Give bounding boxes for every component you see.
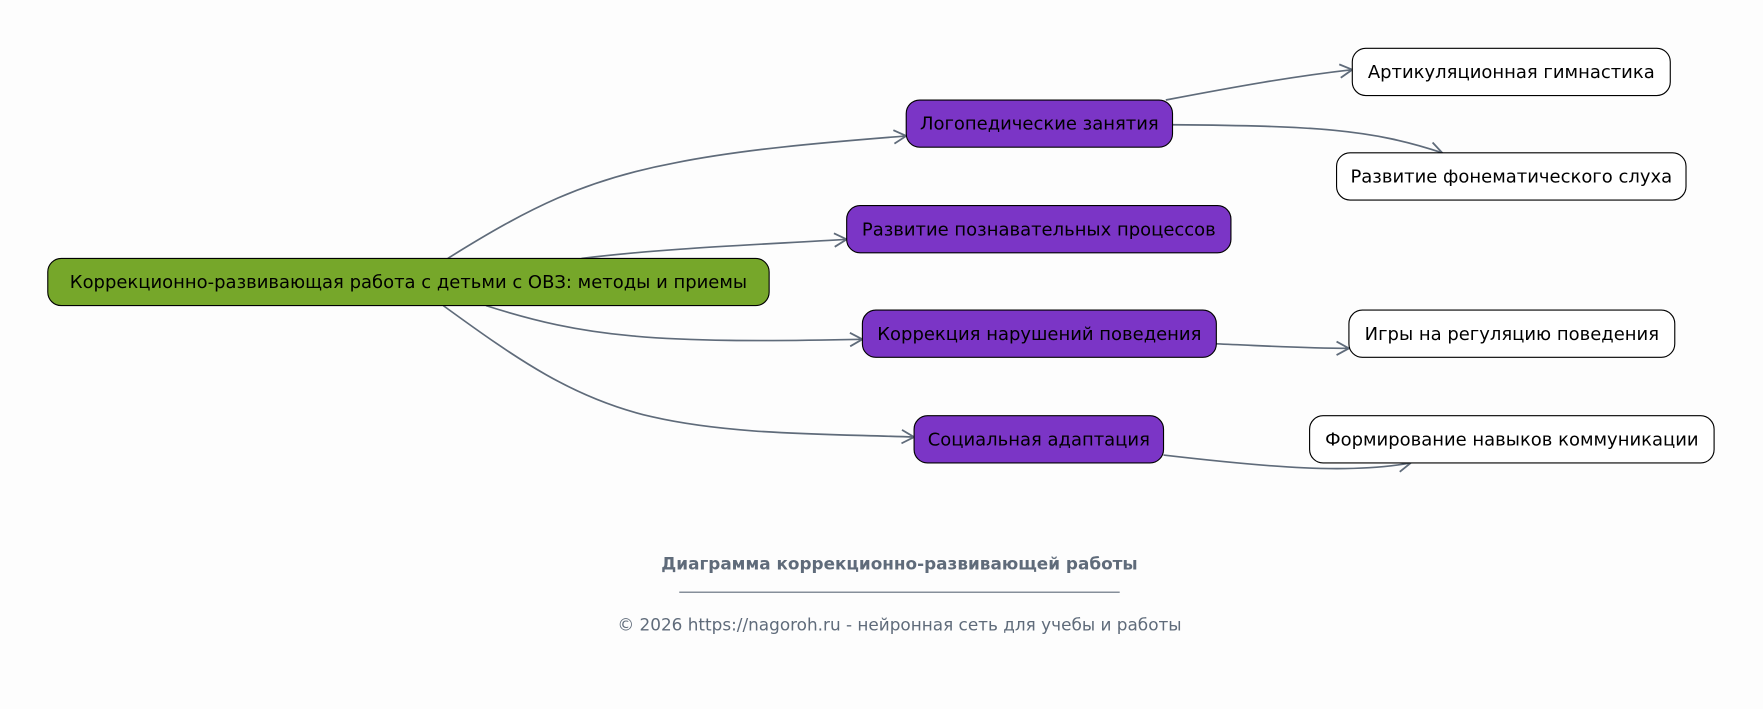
copyright-text: © 2026 https://nagoroh.ru - нейронная се… bbox=[617, 614, 1181, 634]
edge-logoped-artic bbox=[1165, 63, 1355, 101]
edge-social-communication bbox=[1163, 454, 1413, 473]
branch-label: Коррекция нарушений поведения bbox=[877, 324, 1201, 345]
leaf-node-phonemic[interactable]: Развитие фонематического слуха bbox=[1336, 152, 1687, 201]
edge-root-behavior bbox=[485, 304, 865, 348]
leaf-label: Развитие фонематического слуха bbox=[1350, 167, 1672, 188]
leaf-label: Формирование навыков коммуникации bbox=[1325, 429, 1698, 450]
branch-label: Социальная адаптация bbox=[928, 429, 1150, 450]
branch-label: Логопедические занятия bbox=[920, 114, 1159, 135]
leaf-label: Артикуляционная гимнастика bbox=[1368, 62, 1655, 83]
branch-node-social[interactable]: Социальная адаптация bbox=[913, 415, 1165, 464]
edge-behavior-games bbox=[1216, 340, 1351, 356]
branch-node-logoped[interactable]: Логопедические занятия bbox=[905, 99, 1174, 148]
diagram-title: Диаграмма коррекционно-развивающей работ… bbox=[661, 554, 1137, 574]
branch-node-behavior[interactable]: Коррекция нарушений поведения bbox=[861, 309, 1217, 358]
branch-node-cognitive[interactable]: Развитие познавательных процессов bbox=[846, 205, 1232, 254]
edge-root-social bbox=[442, 304, 916, 445]
leaf-label: Игры на регуляцию поведения bbox=[1365, 324, 1659, 345]
edge-root-logoped bbox=[447, 129, 909, 260]
root-node[interactable]: Коррекционно-развивающая работа с детьми… bbox=[47, 257, 770, 307]
edge-root-cognitive bbox=[581, 232, 849, 260]
edge-logoped-phonem bbox=[1172, 123, 1444, 157]
leaf-node-articulation[interactable]: Артикуляционная гимнастика bbox=[1351, 47, 1671, 97]
leaf-node-games[interactable]: Игры на регуляцию поведения bbox=[1348, 309, 1676, 358]
branch-label: Развитие познавательных процессов bbox=[862, 219, 1216, 240]
root-node-label: Коррекционно-развивающая работа с детьми… bbox=[70, 272, 747, 293]
leaf-node-communication[interactable]: Формирование навыков коммуникации bbox=[1309, 415, 1715, 464]
